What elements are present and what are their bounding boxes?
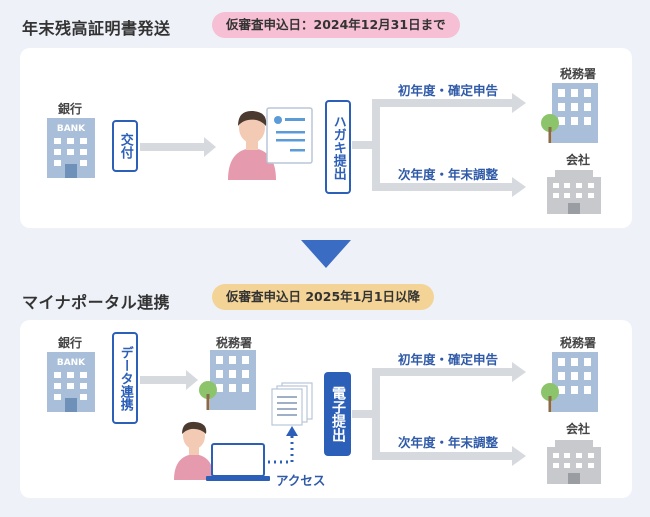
section2-access-label: アクセス <box>276 473 326 488</box>
section2-submit-label: 電子提出 <box>324 372 351 456</box>
company-icon <box>547 440 601 484</box>
section1-company-label: 会社 <box>565 153 590 167</box>
laptop-icon <box>206 443 270 481</box>
section2-submit-text: 電子提出 <box>329 386 346 442</box>
documents-stack-icon <box>271 382 313 426</box>
section1-bank-label: 銀行 <box>57 102 82 116</box>
section1-issue-text: 交付 <box>117 133 133 159</box>
tax-office-icon <box>199 350 256 410</box>
section2-tax-office-mid-label: 税務署 <box>215 336 252 350</box>
section2-lower-flow: 次年度・年末調整 <box>398 435 499 450</box>
section2-company-label: 会社 <box>565 422 590 436</box>
company-icon <box>547 170 601 214</box>
section1-bank-sign: BANK <box>57 124 86 134</box>
section2-title: マイナポータル連携 <box>22 293 171 312</box>
bank-icon: BANK <box>47 118 95 178</box>
section1-lower-flow: 次年度・年末調整 <box>398 167 499 182</box>
tax-office-icon <box>541 352 598 412</box>
section1-upper-flow: 初年度・確定申告 <box>398 83 499 98</box>
section2-link-label: データ連携 <box>112 332 138 424</box>
person-icon <box>228 110 276 180</box>
section2-date-badge: 仮審査申込日 2025年1月1日以降 <box>212 284 435 310</box>
section1-issue-label: 交付 <box>112 120 138 172</box>
section1-tax-office-label: 税務署 <box>559 67 596 81</box>
section2-bank-sign: BANK <box>57 358 86 368</box>
section1-title: 年末残高証明書発送 <box>22 19 171 38</box>
document-icon <box>266 107 313 164</box>
section2-upper-flow: 初年度・確定申告 <box>398 352 499 367</box>
section1-deadline-badge: 仮審査申込日：2024年12月31日まで <box>212 12 460 38</box>
section2-bank-label: 銀行 <box>57 336 82 350</box>
tax-office-icon <box>541 83 598 143</box>
section1-arrows <box>140 93 526 197</box>
section2-tax-office-label: 税務署 <box>559 336 596 350</box>
bank-icon: BANK <box>47 352 95 412</box>
section1-submit-label: ハガキ提出 <box>325 100 351 194</box>
down-triangle-icon <box>301 240 351 268</box>
person-icon <box>174 421 214 480</box>
section1-submit-text: ハガキ提出 <box>330 114 346 180</box>
section2-link-text: データ連携 <box>117 345 133 411</box>
